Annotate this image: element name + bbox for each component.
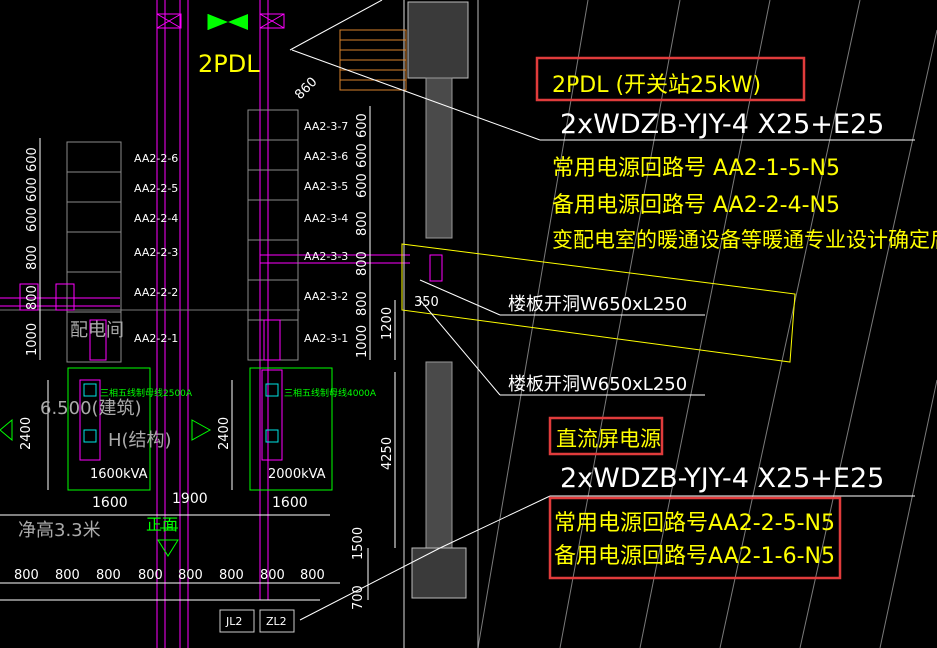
dim-label: 800 <box>14 568 39 583</box>
right-cabinet-labels: AA2-3-7 AA2-3-6 AA2-3-5 AA2-3-4 AA2-3-3 … <box>304 120 348 345</box>
dim-label: 800 <box>300 568 325 583</box>
dim-1900: 1900 <box>172 491 208 507</box>
facade-label: 正面 <box>146 515 178 534</box>
dim-label: 800 <box>219 568 244 583</box>
cabinet-label: AA2-2-6 <box>134 152 178 165</box>
dim-2400-right: 2400 <box>217 417 232 450</box>
bottom-callout-primary: 常用电源回路号AA2-2-5-N5 <box>554 511 835 536</box>
transformer-magenta <box>19 283 283 461</box>
bottom-callout-backup: 备用电源回路号AA2-1-6-N5 <box>554 544 835 569</box>
top-callout-title[interactable]: 2PDL (开关站25kW) <box>552 73 761 98</box>
top-callout-note: 变配电室的暖通设备等暖通专业设计确定后,再配 <box>552 228 937 252</box>
bottom-tag-boxes <box>219 609 295 633</box>
cabinet-label: AA2-2-4 <box>134 212 178 225</box>
cabinet-label: AA2-3-4 <box>304 212 348 225</box>
opening-label-1: 楼板开洞W650xL250 <box>508 294 687 315</box>
dim-label: 600 <box>25 207 40 232</box>
structure-label: H(结构) <box>108 430 172 451</box>
left-dims: 600 600 600 800 800 1000 <box>25 147 40 356</box>
cabinet-label: AA2-2-2 <box>134 286 178 299</box>
transformer-boxes <box>67 367 333 491</box>
cabinet-label: AA2-2-5 <box>134 182 178 195</box>
dim-label: 800 <box>96 568 121 583</box>
wall-structure <box>403 0 469 648</box>
cabinet-label: AA2-3-2 <box>304 290 348 303</box>
green-markers <box>0 418 212 557</box>
transformer-cyan <box>83 383 279 443</box>
dim-1600-right: 1600 <box>272 495 308 511</box>
dim-label: 800 <box>355 251 370 276</box>
dim-860: 860 <box>292 75 320 103</box>
dim-1500: 1500 <box>351 527 366 560</box>
clear-height-label: 净高3.3米 <box>18 520 101 541</box>
elevation-label: 6.500(建筑) <box>40 398 142 419</box>
dim-1600-left: 1600 <box>92 495 128 511</box>
opening-label-2: 楼板开洞W650xL250 <box>508 374 687 395</box>
bottom-dims: 800 800 800 800 800 800 800 800 <box>14 568 325 583</box>
dim-label: 800 <box>355 291 370 316</box>
transformer-2: 2000kVA <box>268 467 326 482</box>
magenta-box <box>429 254 443 282</box>
dim-4250: 4250 <box>380 437 395 470</box>
dim-700: 700 <box>351 585 366 610</box>
tag-jl2: JL2 <box>225 615 242 628</box>
top-callout-primary: 常用电源回路号 AA2-1-5-N5 <box>552 156 840 181</box>
dim-label: 600 <box>25 147 40 172</box>
cabinet-label: AA2-3-1 <box>304 332 348 345</box>
bottom-callout-cable: 2xWDZB-YJY-4 X25+E25 <box>560 463 884 494</box>
dim-350: 350 <box>414 295 439 310</box>
top-busway-markers <box>156 13 285 29</box>
valve-icon <box>207 14 248 30</box>
dim-label: 600 <box>25 177 40 202</box>
dim-label: 800 <box>138 568 163 583</box>
stair-hatch <box>339 29 407 91</box>
busway-lines <box>0 0 410 648</box>
right-cabinet-stack <box>247 109 299 361</box>
dim-label: 800 <box>25 245 40 270</box>
cabinet-label: AA2-2-1 <box>134 332 178 345</box>
cabinet-label: AA2-2-3 <box>134 246 178 259</box>
dim-label: 800 <box>25 285 40 310</box>
dim-label: 1000 <box>25 323 40 356</box>
left-cabinet-labels: AA2-2-6 AA2-2-5 AA2-2-4 AA2-2-3 AA2-2-2 … <box>134 152 178 345</box>
tag-zl2: ZL2 <box>266 615 287 628</box>
top-callout-backup: 备用电源回路号 AA2-2-4-N5 <box>552 193 840 218</box>
top-callout-cable: 2xWDZB-YJY-4 X25+E25 <box>560 109 884 140</box>
cabinet-label: AA2-3-7 <box>304 120 348 133</box>
panel-label: 2PDL <box>198 50 260 78</box>
dim-label: 600 <box>355 143 370 168</box>
right-dims: 600 600 600 800 800 800 1000 <box>355 113 370 358</box>
cabinet-label: AA2-3-3 <box>304 250 348 263</box>
cabinet-label: AA2-3-6 <box>304 150 348 163</box>
dim-label: 800 <box>55 568 80 583</box>
cabinet-label: AA2-3-5 <box>304 180 348 193</box>
dim-label: 800 <box>260 568 285 583</box>
dim-label: 800 <box>355 211 370 236</box>
dim-label: 600 <box>355 173 370 198</box>
leader-lines <box>0 0 915 621</box>
dim-label: 1000 <box>355 325 370 358</box>
transformer-1: 1600kVA <box>90 467 148 482</box>
bus-label-2: 三相五线制母线4000A <box>284 387 377 399</box>
red-highlight-boxes <box>535 56 842 580</box>
dim-2400-left: 2400 <box>19 417 34 450</box>
opening-outline <box>401 243 796 363</box>
dim-label: 800 <box>178 568 203 583</box>
dimension-lines <box>39 106 396 600</box>
room-label: 配电间 <box>70 320 124 341</box>
hatch-lines <box>477 0 937 648</box>
dim-label: 600 <box>355 113 370 138</box>
bus-label-1: 三相五线制母线2500A <box>100 387 193 399</box>
dim-1200: 1200 <box>380 307 395 340</box>
bottom-callout-title[interactable]: 直流屏电源 <box>556 427 661 451</box>
left-cabinet-stack <box>66 141 122 363</box>
